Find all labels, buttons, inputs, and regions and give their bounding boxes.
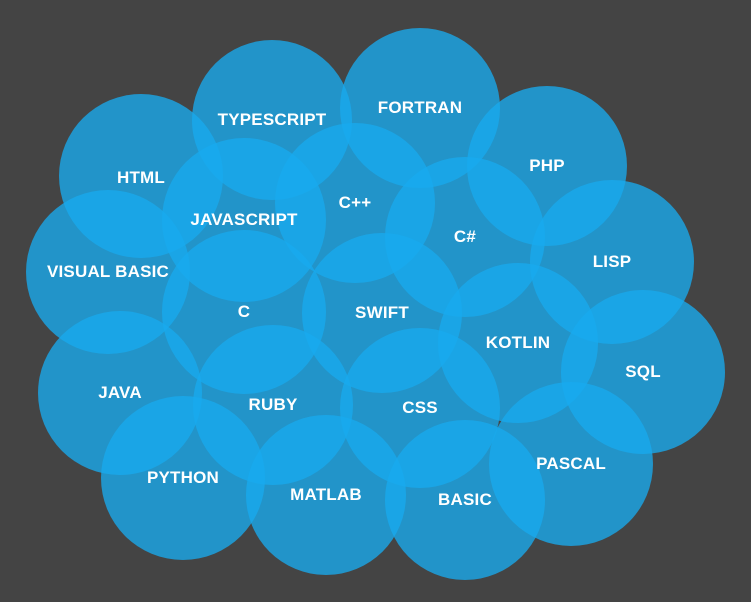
label-ruby: RUBY (248, 395, 298, 414)
label-basic: BASIC (438, 490, 492, 509)
label-matlab: MATLAB (290, 485, 362, 504)
label-html: HTML (116, 168, 166, 187)
label-lisp: LISP (592, 252, 632, 271)
label-kotlin: KOTLIN (485, 333, 551, 352)
label-javascript: JAVASCRIPT (190, 210, 298, 229)
label-sql: SQL (625, 362, 661, 381)
label-visual-basic: VISUAL BASIC (46, 262, 170, 281)
bubble-python (101, 396, 265, 560)
label-fortran: FORTRAN (377, 98, 463, 117)
label-pascal: PASCAL (536, 454, 606, 473)
label-css: CSS (402, 398, 438, 417)
label-typescript: TYPESCRIPT (217, 110, 327, 129)
label-swift: SWIFT (355, 303, 409, 322)
bubble-basic (385, 420, 545, 580)
label-csharp: C# (453, 227, 477, 246)
label-cpp: C++ (338, 193, 372, 212)
label-python: PYTHON (146, 468, 220, 487)
label-c: C (237, 302, 251, 321)
bubble-matlab (246, 415, 406, 575)
label-java: JAVA (98, 383, 142, 402)
label-php: PHP (529, 156, 565, 175)
